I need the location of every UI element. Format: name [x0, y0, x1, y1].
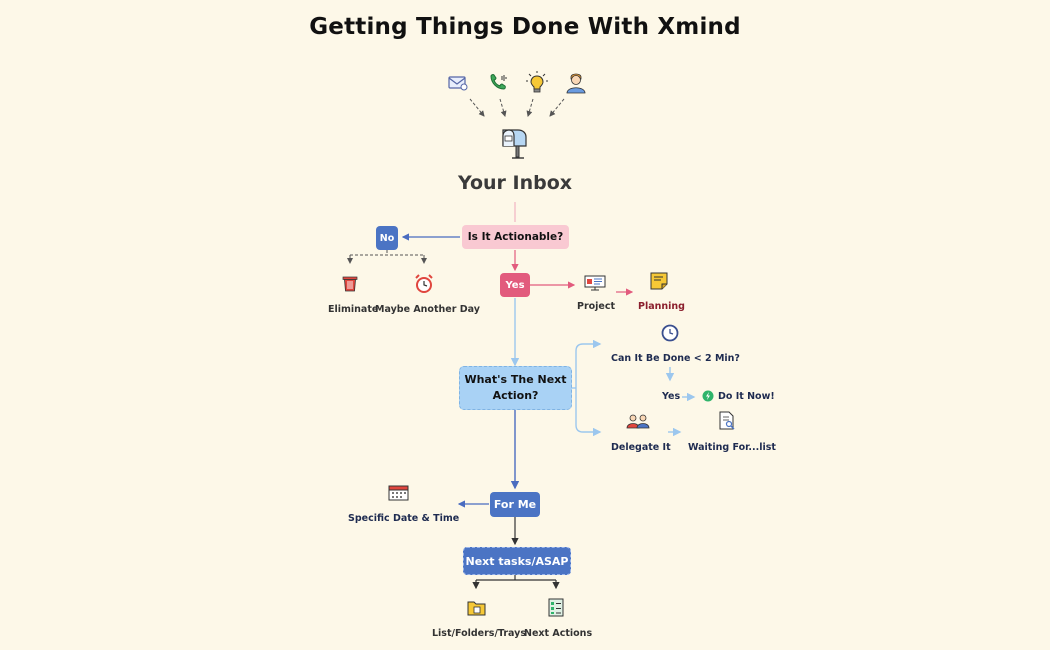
eliminate-label: Eliminate	[328, 304, 379, 315]
phone-icon	[488, 73, 510, 93]
calendar-icon	[388, 484, 410, 502]
next-action-line1: What's The Next	[464, 373, 567, 386]
alarm-clock-icon	[414, 274, 434, 294]
lightbulb-icon	[526, 71, 548, 95]
for-me-node[interactable]: For Me	[490, 492, 540, 517]
mailbox-icon	[500, 124, 530, 160]
actionable-node[interactable]: Is It Actionable?	[462, 225, 569, 249]
lightning-icon	[702, 390, 714, 402]
two-min-label: Can It Be Done < 2 Min?	[611, 353, 740, 364]
mail-icon	[448, 75, 468, 91]
clock-icon	[661, 324, 679, 342]
maybe-label: Maybe Another Day	[375, 304, 480, 315]
next-tasks-node[interactable]: Next tasks/ASAP	[463, 547, 571, 575]
delegate-label: Delegate It	[611, 442, 671, 453]
page-title: Getting Things Done With Xmind	[309, 14, 741, 40]
checklist-icon	[548, 598, 566, 618]
waiting-label: Waiting For...list	[688, 442, 776, 453]
next-action-node[interactable]: What's The Next Action?	[459, 366, 572, 410]
do-it-now-label: Do It Now!	[718, 391, 775, 402]
project-label: Project	[577, 301, 616, 312]
yes-node[interactable]: Yes	[500, 273, 530, 297]
sticky-note-icon	[650, 272, 668, 290]
person-icon	[565, 72, 587, 94]
presentation-board-icon	[584, 275, 606, 291]
next-action-line2: Action?	[492, 389, 539, 402]
two-min-yes-label: Yes	[662, 391, 681, 402]
specific-date-label: Specific Date & Time	[348, 513, 460, 524]
document-search-icon	[718, 411, 736, 431]
trash-icon	[342, 275, 358, 293]
no-node[interactable]: No	[376, 226, 398, 250]
inbox-label: Your Inbox	[457, 172, 573, 194]
people-icon	[626, 413, 650, 429]
folder-icon	[467, 599, 487, 617]
list-folders-label: List/Folders/Trays	[432, 628, 527, 639]
next-actions-label: Next Actions	[524, 628, 593, 639]
planning-label: Planning	[638, 301, 685, 312]
